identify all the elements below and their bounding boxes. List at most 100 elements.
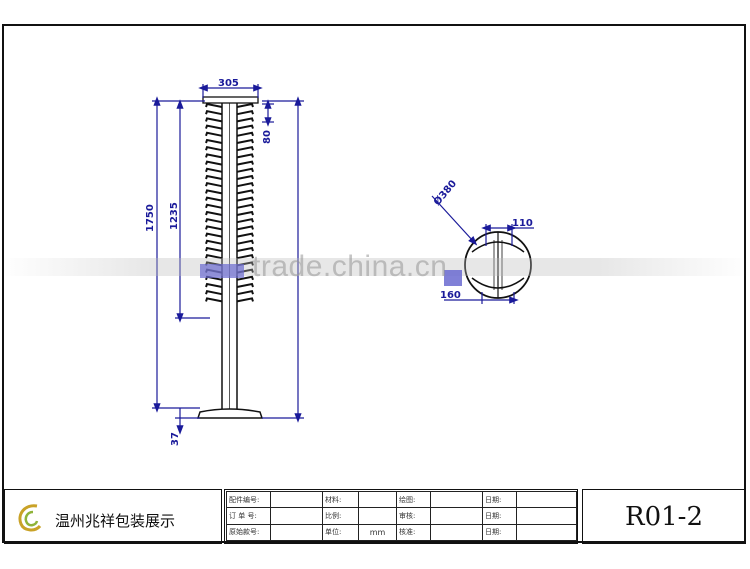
hook-right <box>236 203 254 209</box>
hook-left <box>205 131 223 137</box>
value-reviewed[interactable] <box>430 507 483 525</box>
hook-left <box>205 210 223 216</box>
value-material[interactable] <box>358 490 397 509</box>
dim-diameter: Ø380 <box>431 178 459 208</box>
hook-right <box>236 102 254 108</box>
hook-left <box>205 174 223 180</box>
hook-right <box>236 225 254 231</box>
hook-left <box>205 117 223 123</box>
info-table-box <box>224 489 578 544</box>
hook-right <box>236 124 254 130</box>
company-cell: 温州兆祥包装展示 <box>4 489 222 544</box>
label-material: 材料: <box>322 490 359 509</box>
hook-left <box>205 160 223 166</box>
value-date2[interactable] <box>516 507 577 525</box>
front-dimension-labels: 305 80 1750 1235 37 <box>145 78 273 446</box>
hook-right <box>236 153 254 159</box>
label-original-model: 原始款号: <box>226 523 271 542</box>
info-table: 配件编号: 材料: 绘图: 日期: 订 单 号: 比例: 审核: 日期: 原始款… <box>226 490 577 542</box>
table-row: 原始款号: 单位: mm 核准: 日期: <box>226 523 577 542</box>
hook-left <box>205 218 223 224</box>
dim-rack-height: 1235 <box>169 202 180 230</box>
label-date1: 日期: <box>482 490 517 509</box>
table-row: 订 单 号: 比例: 审核: 日期: <box>226 507 577 525</box>
label-order-no: 订 单 号: <box>226 507 271 525</box>
hook-left <box>205 232 223 238</box>
hook-right <box>236 189 254 195</box>
label-checked: 核准: <box>396 523 431 542</box>
hook-right <box>236 290 254 296</box>
hook-left <box>205 138 223 144</box>
top-dimensions <box>431 195 534 304</box>
value-original-model[interactable] <box>270 523 323 542</box>
hook-right <box>236 254 254 260</box>
company-logo-icon <box>18 504 42 532</box>
hook-left <box>205 282 223 288</box>
dim-base-height: 37 <box>170 432 181 446</box>
hook-right <box>236 210 254 216</box>
hook-right <box>236 232 254 238</box>
hook-left <box>205 254 223 260</box>
value-date1[interactable] <box>516 490 577 509</box>
hook-right <box>236 196 254 202</box>
hook-right <box>236 160 254 166</box>
label-reviewed: 审核: <box>396 507 431 525</box>
hook-left <box>205 297 223 303</box>
hook-right <box>236 174 254 180</box>
hook-left <box>205 102 223 108</box>
hook-right <box>236 297 254 303</box>
hook-left <box>205 182 223 188</box>
hook-right <box>236 246 254 252</box>
hooks-left <box>205 102 223 303</box>
watermark-text: trade.china.cn <box>252 250 448 283</box>
hook-right <box>236 182 254 188</box>
watermark-logo-right <box>444 270 462 286</box>
hook-right <box>236 218 254 224</box>
value-drawn[interactable] <box>430 490 483 509</box>
hook-left <box>205 196 223 202</box>
table-row: 配件编号: 材料: 绘图: 日期: <box>226 490 577 509</box>
hook-right <box>236 282 254 288</box>
base-plate <box>196 408 264 419</box>
hook-right <box>236 146 254 152</box>
hook-left <box>205 167 223 173</box>
value-order-no[interactable] <box>270 507 323 525</box>
value-checked[interactable] <box>430 523 483 542</box>
model-code-cell: R01-2 <box>582 489 746 544</box>
value-scale[interactable] <box>358 507 397 525</box>
hook-left <box>205 246 223 252</box>
label-date2: 日期: <box>482 507 517 525</box>
label-drawn: 绘图: <box>396 490 431 509</box>
value-unit: mm <box>358 523 397 542</box>
hook-left <box>205 110 223 116</box>
hook-left <box>205 153 223 159</box>
hook-right <box>236 131 254 137</box>
hook-right <box>236 275 254 281</box>
hook-left <box>205 189 223 195</box>
value-date3[interactable] <box>516 523 577 542</box>
hook-left <box>205 124 223 130</box>
dim-base-width: 160 <box>440 290 461 301</box>
hook-right <box>236 110 254 116</box>
dim-spacing: 80 <box>262 130 273 144</box>
hook-right <box>236 138 254 144</box>
hook-left <box>205 203 223 209</box>
watermark-logo-left <box>200 264 244 278</box>
label-date3: 日期: <box>482 523 517 542</box>
model-code: R01-2 <box>625 502 703 532</box>
hook-right <box>236 117 254 123</box>
hook-left <box>205 146 223 152</box>
company-name: 温州兆祥包装展示 <box>55 512 176 530</box>
label-unit: 单位: <box>322 523 359 542</box>
label-scale: 比例: <box>322 507 359 525</box>
value-part-no[interactable] <box>270 490 323 509</box>
dim-width-top: 305 <box>218 78 239 89</box>
hook-left <box>205 225 223 231</box>
dim-total-height: 1750 <box>145 204 156 232</box>
hook-left <box>205 239 223 245</box>
hook-left <box>205 290 223 296</box>
watermark-band <box>0 258 750 286</box>
drawing-frame <box>2 24 746 543</box>
hook-right <box>236 167 254 173</box>
dim-top-width: 110 <box>512 218 533 229</box>
